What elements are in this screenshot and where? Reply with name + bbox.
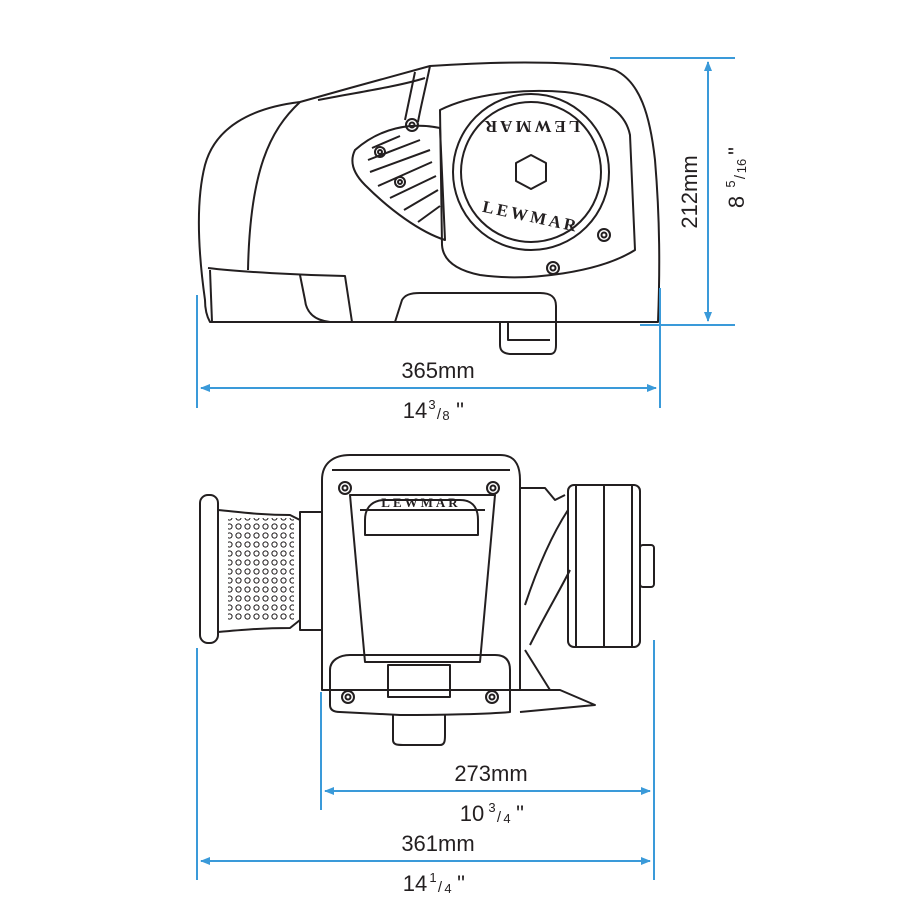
side-length-imperial: 14 3 / 8 ": [403, 397, 464, 423]
side-length-inch-mark: ": [456, 398, 464, 423]
overall-length-den: 4: [444, 881, 451, 896]
fraction-slash: /: [732, 174, 749, 179]
brand-label-top: LEWMAR: [482, 117, 580, 136]
base-length-num: 3: [488, 800, 495, 815]
base-length-metric: 273mm: [454, 761, 527, 786]
overall-length-whole: 14: [403, 871, 427, 896]
dimension-lines: [196, 57, 735, 880]
side-length-whole: 14: [403, 398, 427, 423]
brand-label-top-view: LEWMAR: [381, 495, 460, 510]
windlass-top-view: [199, 454, 655, 746]
overall-length-metric: 361mm: [401, 831, 474, 856]
overall-length-imperial: 14 1 / 4 ": [403, 870, 465, 896]
height-inch-mark: ": [724, 147, 749, 155]
height-imperial-whole: 8: [724, 196, 749, 208]
base-length-whole: 10: [460, 801, 484, 826]
height-imperial-num: 5: [723, 180, 738, 187]
fraction-slash: /: [437, 406, 442, 423]
fraction-slash: /: [497, 809, 502, 826]
base-length-den: 4: [503, 811, 510, 826]
side-length-metric: 365mm: [401, 358, 474, 383]
fraction-slash: /: [438, 879, 443, 896]
side-length-num: 3: [428, 397, 435, 412]
hex-bolt-icon: [374, 118, 611, 275]
height-metric: 212mm: [677, 155, 702, 228]
brand-label-bottom: LEWMAR: [481, 197, 581, 236]
side-length-den: 8: [442, 408, 449, 423]
height-imperial-den: 16: [734, 159, 749, 173]
base-length-inch-mark: ": [516, 801, 524, 826]
height-imperial: 8 5 / 16 ": [723, 147, 749, 208]
overall-length-num: 1: [429, 870, 436, 885]
base-length-imperial: 10 3 / 4 ": [460, 800, 524, 826]
windlass-side-view: [198, 61, 661, 355]
overall-length-inch-mark: ": [457, 871, 465, 896]
